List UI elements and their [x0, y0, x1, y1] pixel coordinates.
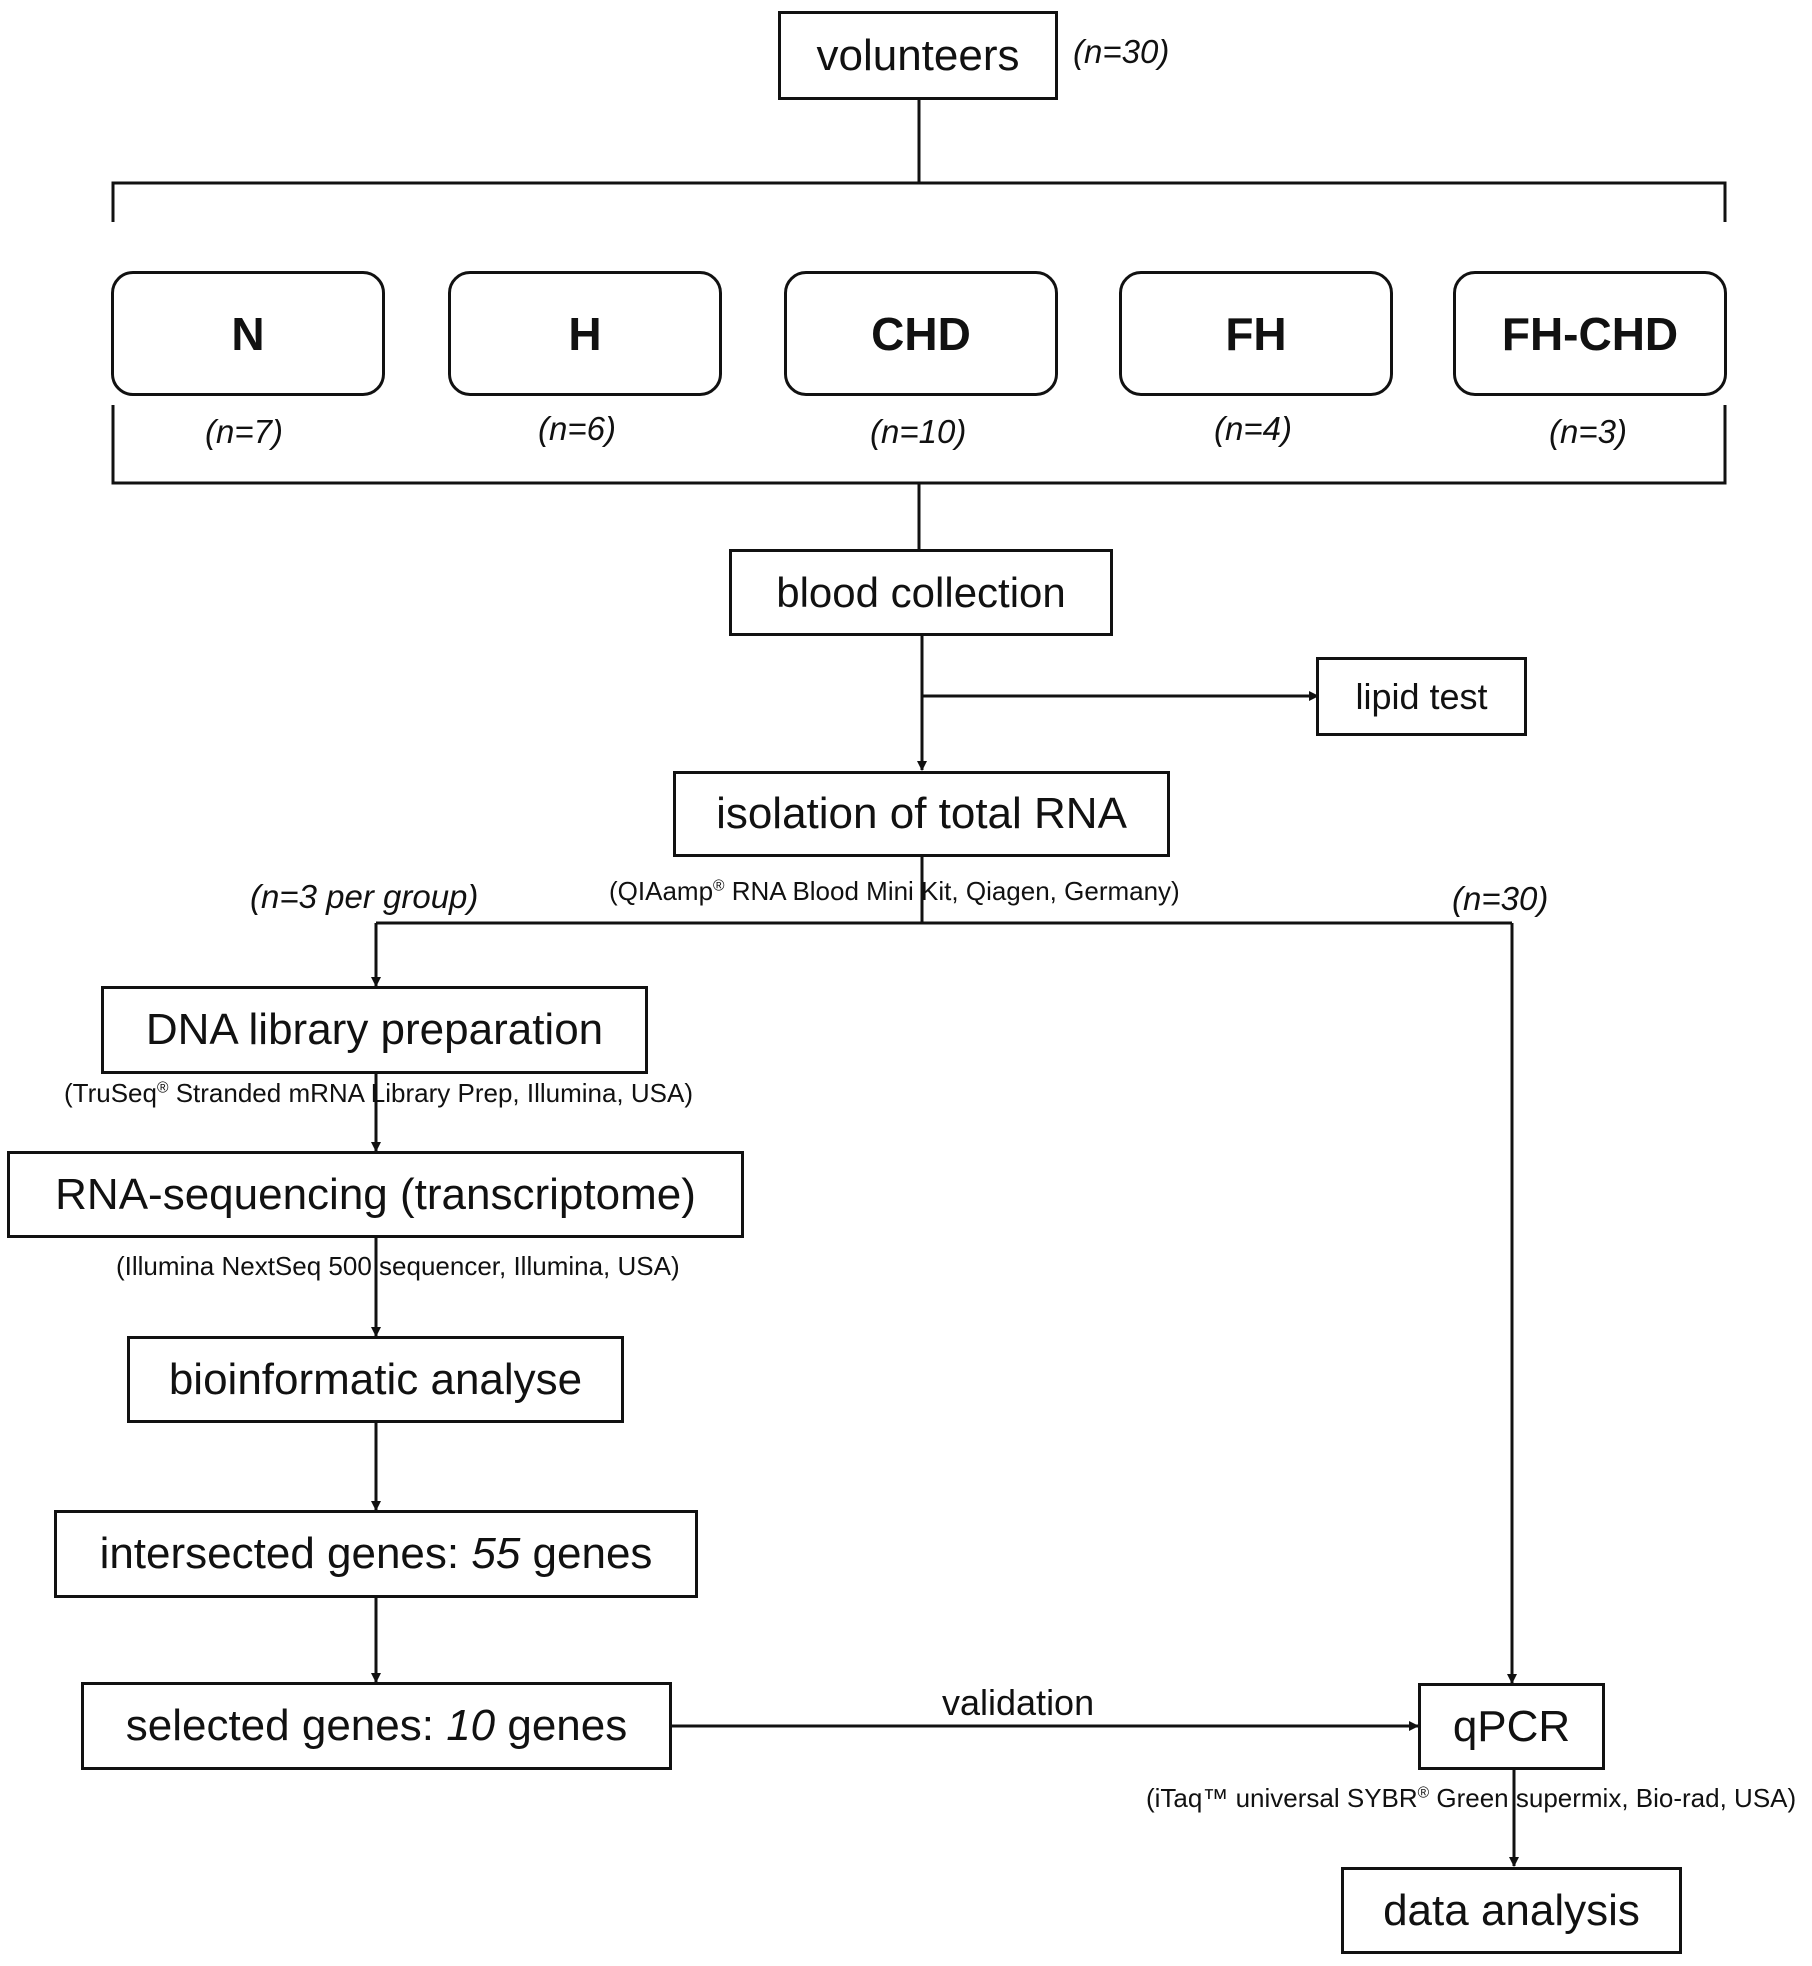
qiaamp-note: (QIAamp® RNA Blood Mini Kit, Qiagen, Ger… [609, 876, 1180, 906]
lipid-test-node: lipid test [1316, 657, 1527, 736]
group-fh-node: FH [1119, 271, 1393, 396]
volunteers-count: (n=30) [1073, 33, 1170, 70]
validation-label: validation [942, 1682, 1095, 1723]
isolation-node: isolation of total RNA [673, 771, 1170, 857]
group-fh-label: FH [1225, 307, 1287, 360]
qpcr-label: qPCR [1452, 1701, 1571, 1751]
intersected-label: intersected genes: 55 genes [99, 1529, 653, 1578]
nextseq-note: (Illumina NextSeq 500 sequencer, Illumin… [116, 1251, 680, 1281]
dna-library-label: DNA library preparation [145, 1005, 604, 1054]
group-fh-chd-label: FH-CHD [1501, 307, 1679, 360]
group-n-label: N [231, 307, 265, 360]
group-h-label: H [568, 307, 602, 360]
itaq-note: (iTaq™ universal SYBR® Green supermix, B… [1146, 1783, 1797, 1813]
group-chd-label: CHD [871, 307, 971, 360]
lipid-test-label: lipid test [1355, 675, 1488, 717]
rna-seq-node: RNA-sequencing (transcriptome) [7, 1151, 744, 1238]
group-n-node: N [111, 271, 385, 396]
group-fh-chd-node: FH-CHD [1453, 271, 1727, 396]
qpcr-count: (n=30) [1452, 880, 1549, 917]
per-group-count: (n=3 per group) [250, 878, 479, 915]
selected-node: selected genes: 10 genes [81, 1682, 672, 1770]
group-chd-count: (n=10) [870, 413, 967, 450]
rna-seq-label: RNA-sequencing (transcriptome) [55, 1169, 696, 1219]
top-bracket [111, 181, 1727, 222]
truseq-note: (TruSeq® Stranded mRNA Library Prep, Ill… [64, 1078, 694, 1108]
group-fh-chd-count: (n=3) [1549, 413, 1627, 450]
blood-collection-label: blood collection [776, 568, 1066, 616]
selected-label: selected genes: 10 genes [125, 1701, 628, 1750]
isolation-label: isolation of total RNA [716, 789, 1127, 838]
blood-collection-node: blood collection [729, 549, 1113, 636]
qpcr-node: qPCR [1418, 1683, 1605, 1770]
intersected-node: intersected genes: 55 genes [54, 1510, 698, 1598]
data-analysis-label: data analysis [1383, 1885, 1640, 1935]
group-h-count: (n=6) [538, 410, 616, 447]
bioinformatic-node: bioinformatic analyse [127, 1336, 624, 1423]
group-h-node: H [448, 271, 722, 396]
bioinformatic-label: bioinformatic analyse [168, 1354, 583, 1404]
volunteers-label: volunteers [816, 30, 1020, 80]
group-n-count: (n=7) [205, 413, 283, 450]
volunteers-node: volunteers [778, 11, 1058, 100]
group-fh-count: (n=4) [1214, 410, 1292, 447]
dna-library-node: DNA library preparation [101, 986, 648, 1074]
data-analysis-node: data analysis [1341, 1867, 1682, 1954]
group-chd-node: CHD [784, 271, 1058, 396]
